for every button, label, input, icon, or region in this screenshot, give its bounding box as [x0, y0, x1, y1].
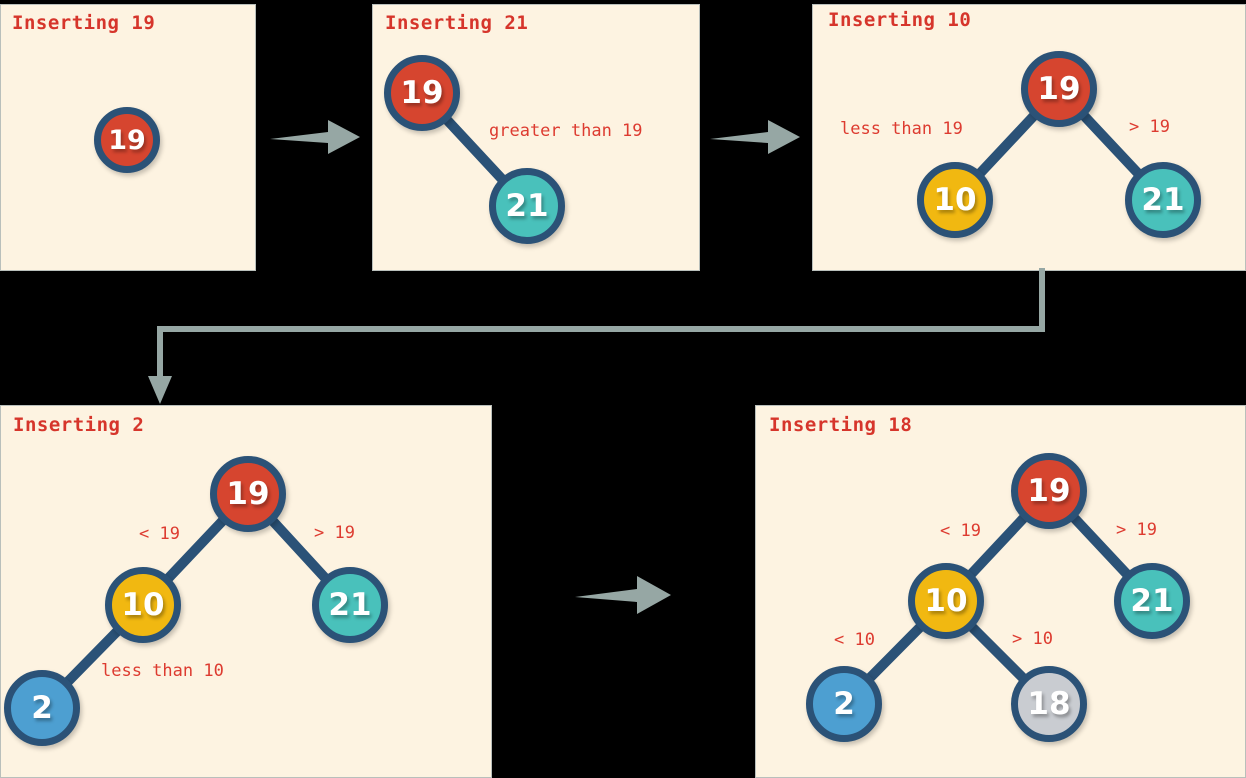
- tree-node-value: 19: [1037, 71, 1081, 107]
- flow-arrow-panel2-to-panel3: [710, 120, 800, 154]
- tree-node-value: 2: [31, 690, 53, 726]
- tree-edge-label: > 19: [1129, 117, 1170, 137]
- flow-arrow-panel1-to-panel2: [270, 120, 360, 154]
- tree-node-value: 21: [328, 587, 372, 623]
- tree-edge-label: > 19: [1116, 520, 1157, 540]
- tree-edge-label: < 10: [834, 630, 875, 650]
- tree-edge-label: > 10: [1012, 629, 1053, 649]
- tree-node-value: 19: [400, 75, 444, 111]
- tree-node: 10: [908, 563, 984, 639]
- tree-node-value: 21: [1130, 583, 1174, 619]
- tree-node: 18: [1011, 666, 1087, 742]
- tree-edge-label: > 19: [314, 523, 355, 543]
- tree-node-value: 19: [226, 476, 270, 512]
- panel-3-title: Inserting 10: [828, 9, 972, 31]
- panel-2-title: Inserting 21: [385, 12, 529, 34]
- tree-node-value: 18: [1027, 686, 1071, 722]
- tree-node: 2: [4, 670, 80, 746]
- panel-1-title: Inserting 19: [12, 12, 156, 34]
- flow-arrow-panel4-to-panel5: [575, 576, 671, 614]
- tree-node-value: 21: [1141, 182, 1185, 218]
- tree-node-value: 10: [924, 583, 968, 619]
- tree-edge-label: less than 10: [101, 661, 224, 681]
- tree-edge-label: < 19: [940, 521, 981, 541]
- tree-node: 21: [1114, 563, 1190, 639]
- tree-node: 21: [312, 567, 388, 643]
- tree-node: 2: [806, 666, 882, 742]
- tree-node: 21: [1125, 162, 1201, 238]
- tree-node: 10: [105, 567, 181, 643]
- panel-5-title: Inserting 18: [769, 414, 913, 436]
- tree-node: 21: [489, 168, 565, 244]
- tree-node-value: 10: [933, 182, 977, 218]
- tree-node: 19: [1021, 51, 1097, 127]
- tree-node-value: 19: [1027, 473, 1071, 509]
- tree-node: 19: [210, 456, 286, 532]
- tree-node: 10: [917, 162, 993, 238]
- tree-node-value: 2: [833, 686, 855, 722]
- tree-node: 19: [384, 55, 460, 131]
- tree-edge-label: < 19: [139, 524, 180, 544]
- tree-edge-label: greater than 19: [489, 121, 643, 141]
- tree-edge-label: less than 19: [840, 119, 963, 139]
- flow-connector-panel3-to-panel4: [148, 268, 1045, 404]
- tree-node-value: 21: [505, 188, 549, 224]
- tree-node: 19: [94, 107, 160, 173]
- tree-node: 19: [1011, 453, 1087, 529]
- tree-node-value: 10: [121, 587, 165, 623]
- tree-node-value: 19: [108, 124, 146, 156]
- panel-4-title: Inserting 2: [13, 414, 145, 436]
